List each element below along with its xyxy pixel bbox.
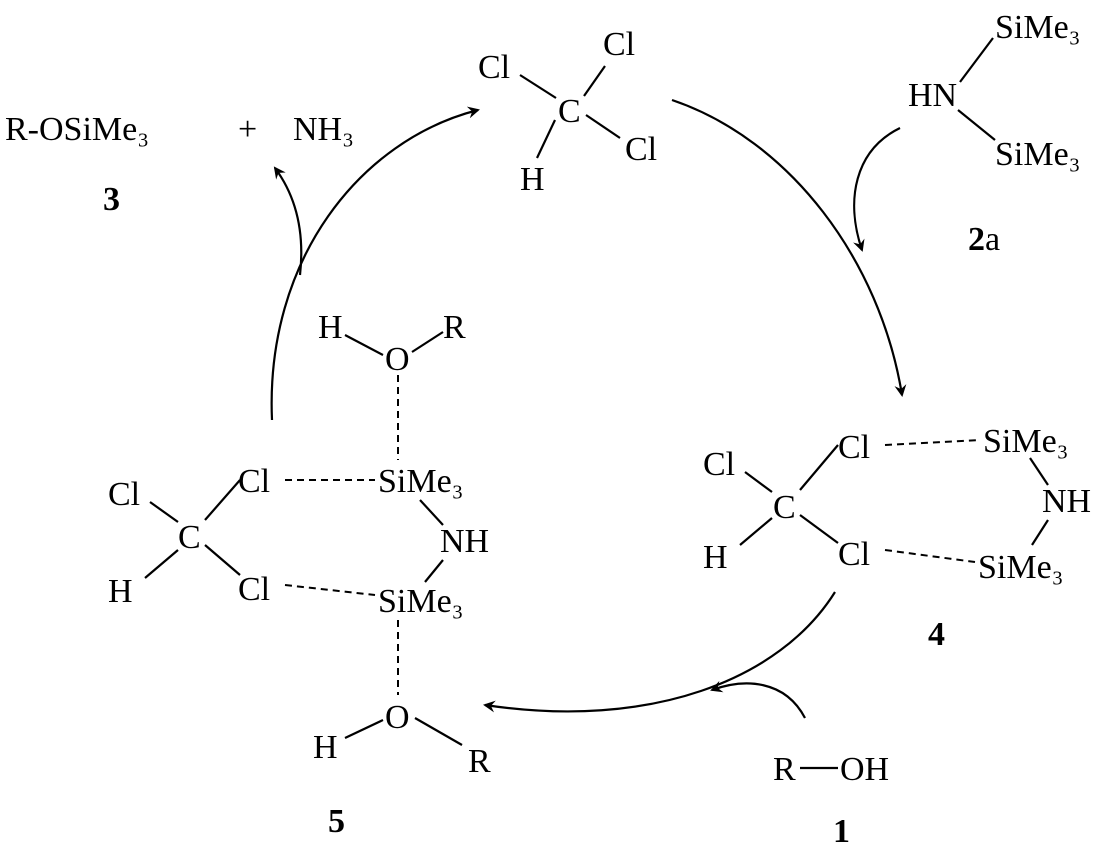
sime3-label: SiMe₃ (378, 463, 464, 500)
interaction (884, 549, 976, 563)
complex-5: H O R Cl Cl C H Cl SiMe₃ NH SiMe₃ O H R … (108, 309, 491, 840)
plus-sign: + (238, 111, 257, 148)
bond (536, 119, 556, 159)
bond (344, 334, 384, 356)
bond (585, 114, 621, 139)
chloroform: Cl Cl C Cl H (478, 26, 657, 198)
atom-cl: Cl (108, 476, 140, 513)
bond (1029, 457, 1049, 486)
complex-4: Cl Cl C H Cl SiMe₃ NH SiMe₃ 4 (703, 423, 1091, 653)
cycle-arrow-to-complex-5 (483, 591, 836, 713)
bond (204, 544, 241, 576)
cycle-arrow-to-complex-4 (671, 98, 907, 397)
atom-cl: Cl (703, 446, 735, 483)
atom-h: H (703, 539, 728, 576)
atom-c: C (773, 489, 796, 526)
compound-number-2a: 2a (968, 221, 1000, 258)
hn-label: HN (908, 77, 957, 114)
atom-c: C (178, 519, 201, 556)
atom-r: R (773, 751, 796, 788)
side-arrow-hmds-in (853, 127, 901, 252)
compound-number-4: 4 (928, 616, 945, 653)
nh-label: NH (440, 523, 489, 560)
bond (204, 479, 241, 521)
bond (739, 517, 773, 546)
bond (519, 74, 557, 99)
atom-c: C (558, 93, 581, 130)
compound-number-3: 3 (103, 181, 120, 218)
side-arrow-alcohol-in (710, 680, 806, 719)
bond (583, 65, 606, 97)
bond (414, 717, 463, 746)
sime3-label: SiMe₃ (378, 583, 464, 620)
product-3: R-OSiMe₃ + NH₃ 3 (5, 111, 354, 218)
atom-h: H (313, 729, 338, 766)
hmds-2a: SiMe₃ HN SiMe₃ 2a (908, 9, 1081, 258)
sime3-label: SiMe₃ (978, 549, 1064, 586)
ammonia-label: NH₃ (293, 111, 354, 148)
bond (344, 719, 384, 739)
side-arrow-release-product (273, 166, 303, 276)
bond (744, 471, 773, 493)
nh-label: NH (1042, 483, 1091, 520)
oh-label: OH (840, 751, 889, 788)
bond (799, 444, 839, 491)
interaction (884, 439, 981, 446)
compound-number-5: 5 (328, 803, 345, 840)
atom-h: H (108, 573, 133, 610)
bond (957, 109, 996, 141)
bond (424, 559, 444, 583)
atom-cl: Cl (238, 571, 270, 608)
bond (799, 514, 839, 544)
atom-r: R (468, 743, 491, 780)
atom-cl: Cl (603, 26, 635, 63)
atom-cl: Cl (238, 463, 270, 500)
atom-cl: Cl (838, 429, 870, 466)
alcohol-1: R OH 1 (773, 751, 889, 850)
bond (419, 499, 444, 526)
sime3-label: SiMe₃ (995, 9, 1081, 46)
bond (149, 501, 179, 523)
atom-o: O (385, 341, 410, 378)
atom-cl: Cl (478, 49, 510, 86)
atom-cl: Cl (625, 131, 657, 168)
bond (144, 549, 179, 579)
bond (411, 331, 444, 353)
silyl-ether-label: R-OSiMe₃ (5, 111, 149, 148)
atom-r: R (443, 309, 466, 346)
sime3-label: SiMe₃ (983, 423, 1069, 460)
atom-h: H (520, 161, 545, 198)
sime3-label: SiMe₃ (995, 136, 1081, 173)
atom-o: O (385, 699, 410, 736)
compound-number-1: 1 (833, 813, 850, 850)
atom-cl: Cl (838, 536, 870, 573)
interaction (284, 584, 376, 596)
atom-h: H (318, 309, 343, 346)
cycle-arrow-to-chloroform (270, 106, 480, 421)
bond (1031, 519, 1049, 546)
bond (959, 37, 994, 83)
